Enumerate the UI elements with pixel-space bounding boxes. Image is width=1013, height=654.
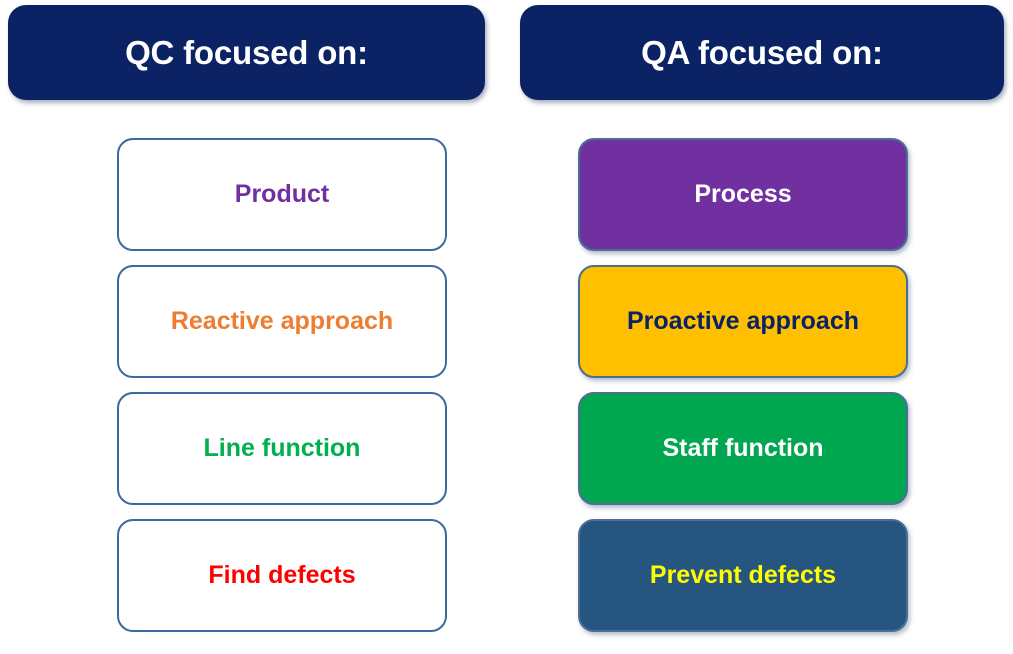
qc-item-box: Product	[117, 138, 447, 251]
qa-item-label: Process	[694, 179, 792, 208]
qc-header-title: QC focused on:	[125, 34, 368, 71]
qc-item-box: Line function	[117, 392, 447, 505]
qa-header-title: QA focused on:	[641, 34, 883, 71]
qc-item-box: Find defects	[117, 519, 447, 632]
qa-header-banner: QA focused on:	[520, 5, 1004, 100]
qa-item-box: Proactive approach	[578, 265, 908, 378]
qc-item-column: Product Reactive approach Line function …	[117, 138, 447, 632]
qa-item-label: Proactive approach	[626, 306, 860, 335]
qc-item-label: Reactive approach	[170, 306, 394, 335]
qc-item-label: Find defects	[208, 560, 356, 589]
qc-item-label: Line function	[203, 433, 361, 462]
qa-item-box: Staff function	[578, 392, 908, 505]
qa-item-label: Staff function	[662, 433, 824, 462]
qc-item-box: Reactive approach	[117, 265, 447, 378]
qc-item-label: Product	[234, 179, 330, 208]
qa-item-column: Process Proactive approach Staff functio…	[578, 138, 908, 632]
qa-item-box: Prevent defects	[578, 519, 908, 632]
qa-item-label: Prevent defects	[649, 560, 837, 589]
qa-item-box: Process	[578, 138, 908, 251]
qc-header-banner: QC focused on:	[8, 5, 485, 100]
